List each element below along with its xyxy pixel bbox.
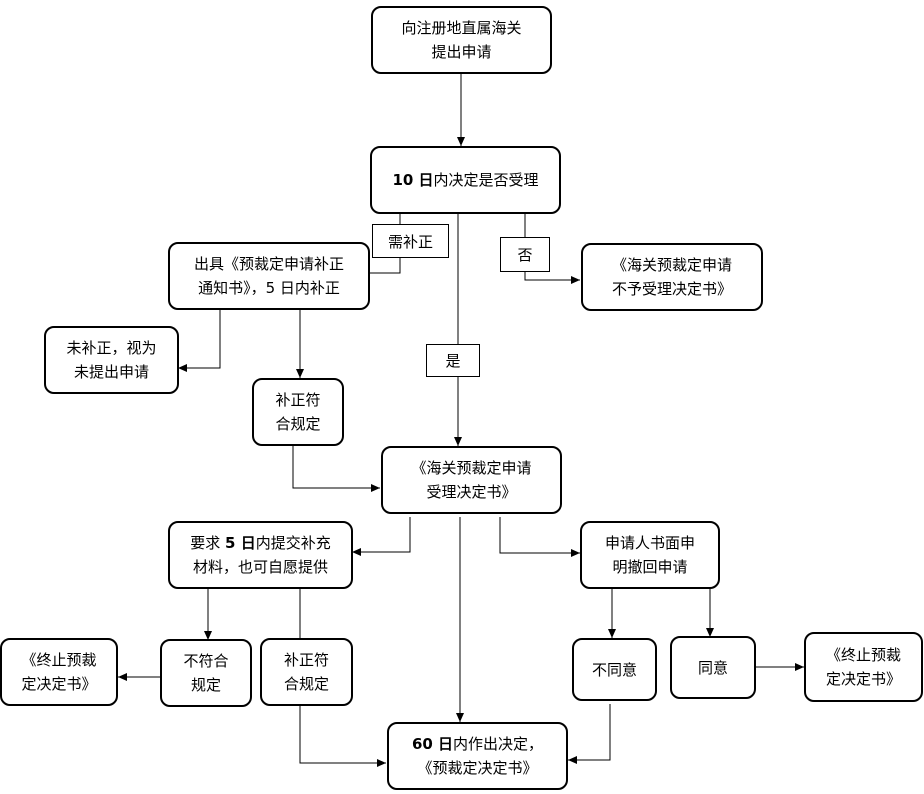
node-correction-notice: 出具《预裁定申请补正 通知书》，5 日内补正 [168,242,370,310]
node-supplement-days: 5 日 [225,534,256,552]
arrow-notice-to-not-corrected [178,310,221,372]
arrow-decide-to-reject [524,214,580,284]
node-decide-10-days: 10 日内决定是否受理 [370,146,561,214]
node-final-decision: 60 日内作出决定， 《预裁定决定书》 [387,722,568,790]
arrow-disagree-to-final [568,704,611,764]
node-reject-decision-text: 《海关预裁定申请 不予受理决定书》 [611,256,732,298]
node-corrected-compliant: 补正符 合规定 [252,378,344,446]
label-yes: 是 [426,344,480,377]
node-final-text: 内作出决定， 《预裁定决定书》 [417,735,544,777]
node-terminate-left: 《终止预裁 定决定书》 [0,638,118,706]
node-reject-decision: 《海关预裁定申请 不予受理决定书》 [581,243,763,311]
node-correction-notice-text: 出具《预裁定申请补正 通知书》，5 日内补正 [193,255,344,297]
arrow-corrected-to-accept [292,446,380,492]
node-accept-decision: 《海关预裁定申请 受理决定书》 [381,446,562,514]
node-terminate-left-text: 《终止预裁 定决定书》 [21,651,97,693]
node-supplement-text: 内提交补充 材料，也可自愿提供 [192,534,331,576]
node-not-compliant-text: 不符合 规定 [183,652,229,694]
node-final-days: 60 日 [411,735,454,753]
node-disagree-text: 不同意 [591,660,637,679]
node-withdraw-application-text: 申请人书面申 明撤回申请 [604,534,695,576]
label-no: 否 [500,237,550,272]
node-accept-decision-text: 《海关预裁定申请 受理决定书》 [411,459,532,501]
node-decide-days: 10 日 [392,171,434,189]
arrow-accept-to-withdraw [499,517,580,557]
node-terminate-right: 《终止预裁 定决定书》 [804,632,923,702]
node-terminate-right-text: 《终止预裁 定决定书》 [825,646,901,688]
node-not-compliant: 不符合 规定 [160,639,252,707]
node-disagree: 不同意 [572,638,657,701]
node-decide-text: 内决定是否受理 [433,171,539,189]
node-not-corrected-text: 未补正，视为 未提出申请 [66,339,157,381]
node-apply: 向注册地直属海关 提出申请 [371,6,552,74]
node-apply-text: 向注册地直属海关 提出申请 [401,19,522,61]
node-compliant-2-text: 补正符 合规定 [283,651,329,693]
node-not-corrected: 未补正，视为 未提出申请 [44,326,179,394]
node-supplement-pre: 要求 [190,534,226,552]
node-agree-text: 同意 [697,658,728,677]
arrow-accept-to-supplement [352,517,411,556]
label-need-correction: 需补正 [372,224,449,258]
node-compliant-2: 补正符 合规定 [260,638,353,706]
node-supplement-materials: 要求 5 日内提交补充 材料，也可自愿提供 [168,521,353,589]
node-withdraw-application: 申请人书面申 明撤回申请 [580,521,720,589]
node-agree: 同意 [670,636,756,699]
node-corrected-compliant-text: 补正符 合规定 [275,391,321,433]
